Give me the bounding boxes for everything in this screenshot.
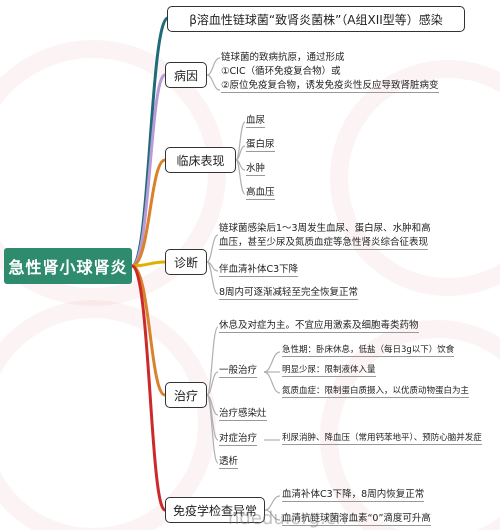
treatment-symptomatic: 对症治疗 [219,433,258,446]
node-diagnosis[interactable]: 诊断 [165,249,207,275]
cause-line: ②原位免疫复合物，诱发免疫炎性反应导致肾脏病变 [221,80,439,93]
symptom-hypertension: 高血压 [246,187,275,200]
treatment-general: 一般治疗 [219,365,258,378]
immune-item: 血清补体C3下降，8周内恢复正常 [282,489,425,502]
cause-line: 链球菌的致病抗原，通过形成 [221,52,345,63]
general-item: 氮质血症：限制蛋白质摄入，以优质动物蛋白为主 [282,386,470,398]
diagnosis-line: 血压，甚至少尿及氮质血症等急性肾炎综合征表现 [219,237,429,250]
node-cause[interactable]: 病因 [165,62,207,88]
general-item: 急性期：卧床休息，低盐（每日3g以下）饮食 [282,345,455,357]
node-immune[interactable]: 免疫学检查异常 [165,497,265,523]
cause-line: ①CIC（循环免疫复合物）或 [221,66,341,77]
symptom-hematuria: 血尿 [246,115,266,128]
treatment-principle: 休息及对症为主。不宜应用激素及细胞毒类药物 [219,320,419,333]
immune-item: 血清抗链球菌溶血素“0”滴度可升高 [282,513,431,526]
diagnosis-line: 伴血清补体C3下降 [219,264,299,277]
symptom-edema: 水肿 [246,163,266,176]
node-clinical[interactable]: 临床表现 [165,147,236,173]
treatment-infection: 治疗感染灶 [219,408,267,421]
diagnosis-line: 链球菌感染后1～3周发生血尿、蛋白尿、水肿和高 [219,223,431,234]
watermark-url: hdedu.org.cn [228,508,348,529]
treatment-dialysis: 透析 [219,456,239,469]
symptomatic-item: 利尿消肿、降血压（常用钙苯地平）、预防心脑并发症 [282,433,482,445]
root-node[interactable]: 急性肾小球肾炎 [4,248,132,284]
node-pathogen[interactable]: β溶血性链球菌“致肾炎菌株”（A组XII型等）感染 [167,6,465,32]
diagnosis-line: 8周内可逐渐减轻至完全恢复正常 [219,287,359,300]
symptom-proteinuria: 蛋白尿 [246,139,275,152]
node-treatment[interactable]: 治疗 [165,382,207,408]
general-item: 明显少尿：限制液体入量 [282,365,376,377]
